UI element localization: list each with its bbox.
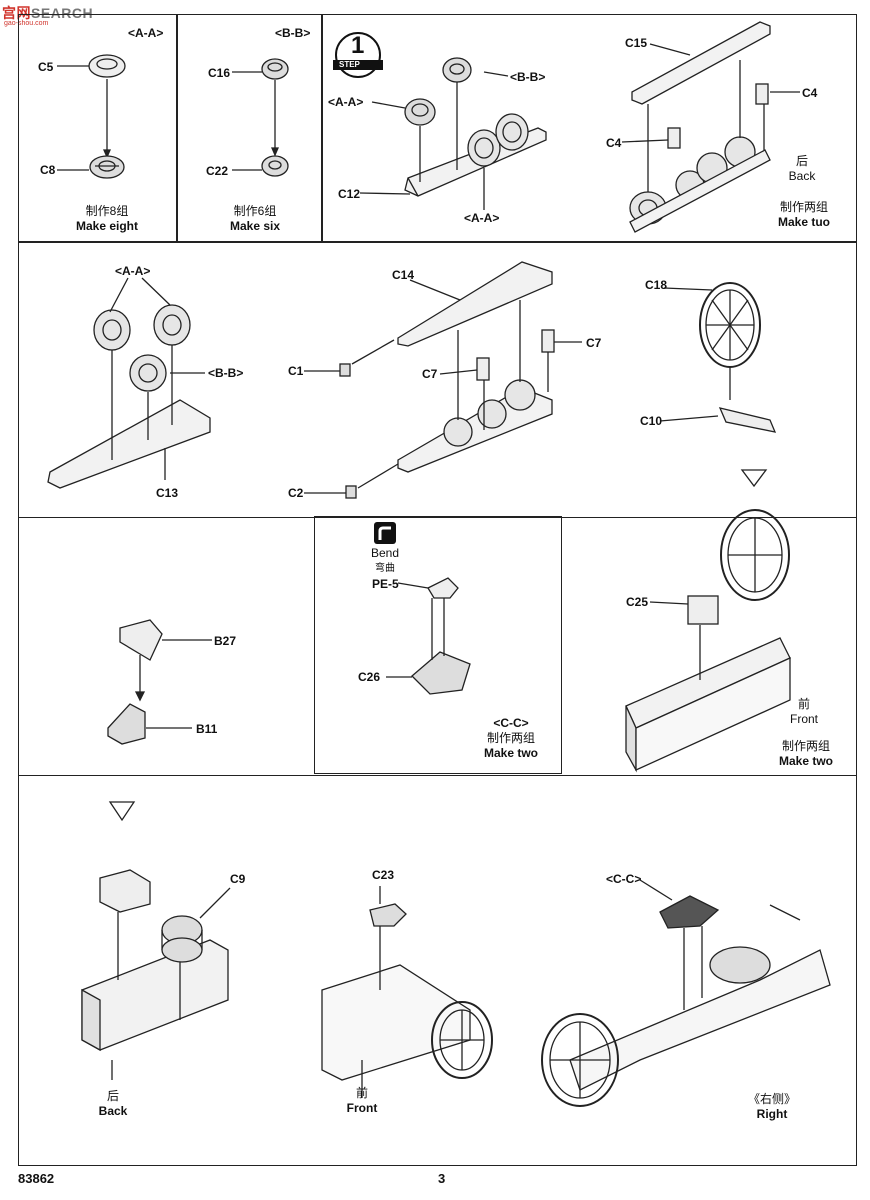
p10-part-c26: C26 bbox=[358, 670, 381, 684]
p2-caption-zh: 制作6组 bbox=[233, 204, 277, 218]
p11-note-en: Back bbox=[98, 1104, 128, 1118]
wheel-c5-drawing bbox=[88, 54, 126, 78]
p2-caption: 制作6组 Make six bbox=[230, 204, 280, 234]
p4-part-left: C4 bbox=[606, 136, 622, 150]
p8-note-en: Front bbox=[789, 712, 819, 726]
p5-ref-bb: <B-B> bbox=[208, 366, 244, 380]
p8-caption: 制作两组 Make two bbox=[779, 739, 833, 769]
p2-part-bottom: C22 bbox=[206, 164, 229, 178]
p1-part-bottom: C8 bbox=[40, 163, 56, 177]
p4-note: 后 Back bbox=[789, 154, 816, 184]
p7-part-wheel: C18 bbox=[645, 278, 668, 292]
p1-caption-en: Make eight bbox=[75, 219, 139, 233]
p4-note-zh: 后 bbox=[795, 154, 808, 168]
watermark-part2: 网 bbox=[16, 5, 31, 21]
p12-note-en: Front bbox=[346, 1101, 378, 1115]
p10-caption: <C-C> 制作两组 Make two bbox=[484, 716, 538, 761]
p6-part-c1: C1 bbox=[288, 364, 304, 378]
p7-part-base: C10 bbox=[640, 414, 663, 428]
p5-ref-aa: <A-A> bbox=[115, 264, 151, 278]
p8-caption-zh: 制作两组 bbox=[781, 739, 831, 753]
p3-ref-aa: <A-A> bbox=[328, 95, 364, 109]
p3-part: C12 bbox=[338, 187, 361, 201]
p10-caption-en: Make two bbox=[483, 746, 539, 760]
watermark: 宫网SEARCH bbox=[2, 3, 93, 23]
step-badge-icon bbox=[333, 32, 383, 78]
step-badge: 1 STEP bbox=[333, 30, 383, 80]
p10-bend-en: Bend bbox=[370, 546, 400, 560]
watermark-part1: 宫 bbox=[2, 5, 17, 21]
p1-part-top: C5 bbox=[38, 60, 54, 74]
bend-icon-glyph bbox=[378, 526, 391, 540]
panel-frame-3 bbox=[321, 14, 857, 243]
p6-part-c7a: C7 bbox=[422, 367, 438, 381]
p10-part-pe: PE-5 bbox=[372, 577, 399, 591]
p10-ref: <C-C> bbox=[493, 716, 529, 730]
watermark-sub: gao-shou.com bbox=[4, 20, 49, 27]
p8-caption-en: Make two bbox=[778, 754, 834, 768]
p9-part-top: B27 bbox=[214, 634, 237, 648]
p2-caption-en: Make six bbox=[229, 219, 281, 233]
p3-ref-bb: <B-B> bbox=[510, 70, 546, 84]
p10-bend: Bend 弯曲 bbox=[371, 546, 399, 576]
p12-note: 前 Front bbox=[347, 1086, 378, 1116]
p4-caption-en: Make tuo bbox=[777, 215, 831, 229]
p5-part: C13 bbox=[156, 486, 179, 500]
p13-note-en: Right bbox=[756, 1107, 788, 1121]
panel-frame-1 bbox=[18, 14, 178, 243]
p11-note-zh: 后 bbox=[106, 1089, 119, 1103]
p6-part-top: C14 bbox=[392, 268, 415, 282]
panel-frame-bottom bbox=[18, 774, 857, 1166]
panel-frame-middle bbox=[18, 241, 857, 518]
footer-page: 3 bbox=[438, 1171, 446, 1186]
step-number: 1 bbox=[351, 32, 365, 59]
p4-part-top: C15 bbox=[625, 36, 648, 50]
p11-note: 后 Back bbox=[99, 1089, 128, 1119]
p6-part-c2: C2 bbox=[288, 486, 304, 500]
p9-part-bottom: B11 bbox=[196, 722, 218, 736]
p1-caption: 制作8组 Make eight bbox=[76, 204, 138, 234]
p13-note-zh: 《右侧》 bbox=[747, 1092, 797, 1106]
p6-part-c7b: C7 bbox=[586, 336, 602, 350]
p8-note-zh: 前 bbox=[797, 697, 811, 711]
footer-code: 83862 bbox=[18, 1171, 55, 1186]
p2-part-top: C16 bbox=[208, 66, 231, 80]
p10-bend-zh: 弯曲 bbox=[375, 563, 395, 574]
p4-part-right: C4 bbox=[802, 86, 818, 100]
watermark-part3: SEARCH bbox=[31, 5, 94, 21]
p10-caption-zh: 制作两组 bbox=[486, 731, 536, 745]
p3-ref-aa2: <A-A> bbox=[464, 211, 500, 225]
step-label: STEP bbox=[339, 60, 360, 69]
panel-frame-lower-left bbox=[18, 516, 857, 776]
p11-part-c9: C9 bbox=[230, 872, 246, 886]
p2-ref: <B-B> bbox=[275, 26, 311, 40]
bend-icon bbox=[374, 522, 396, 544]
p13-note: 《右侧》 Right bbox=[748, 1092, 796, 1122]
p4-caption: 制作两组 Make tuo bbox=[778, 200, 830, 230]
p4-caption-zh: 制作两组 bbox=[779, 200, 829, 214]
p1-ref: <A-A> bbox=[128, 26, 164, 40]
p8-part-c25: C25 bbox=[626, 595, 649, 609]
p8-note: 前 Front bbox=[790, 697, 818, 727]
panel-frame-2 bbox=[176, 14, 323, 243]
p1-caption-zh: 制作8组 bbox=[85, 204, 129, 218]
panel-frame-cc bbox=[314, 516, 562, 774]
p13-ref: <C-C> bbox=[606, 872, 642, 886]
p4-note-en: Back bbox=[788, 169, 816, 183]
wheel-c8-drawing bbox=[89, 155, 125, 179]
p12-part-c23: C23 bbox=[372, 868, 395, 882]
p12-note-zh: 前 bbox=[355, 1086, 368, 1100]
